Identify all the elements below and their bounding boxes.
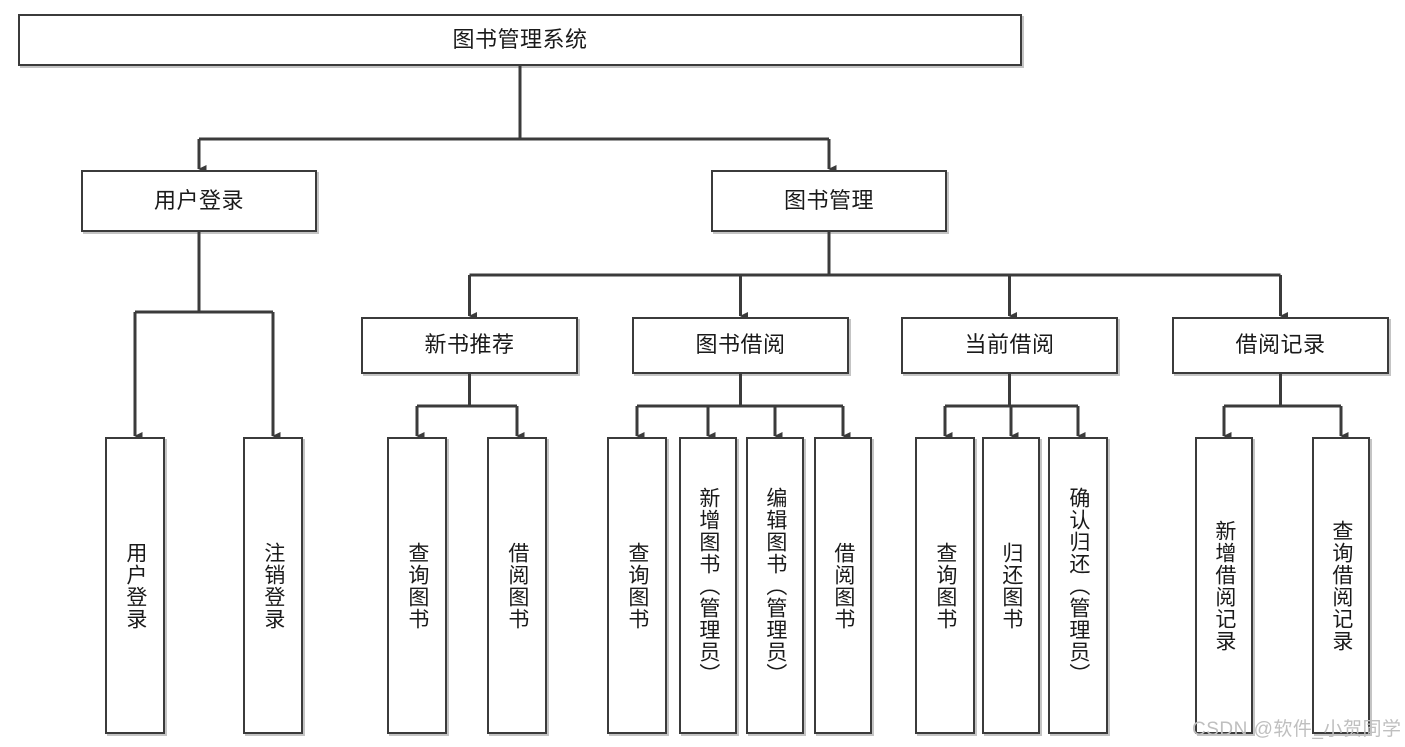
node-user-login[interactable]: 用户登录 bbox=[81, 170, 317, 232]
node-label-leaf-return-book: 归还图书 bbox=[999, 541, 1023, 630]
connector-lines bbox=[133, 66, 1349, 440]
node-leaf-borrow-book-2[interactable]: 借阅图书 bbox=[814, 437, 872, 734]
node-leaf-confirm-return[interactable]: 确认归还（管理员） bbox=[1048, 437, 1108, 734]
node-current-borrow[interactable]: 当前借阅 bbox=[901, 317, 1118, 374]
node-label-leaf-query-book-2: 查询图书 bbox=[625, 541, 649, 630]
node-book-borrow[interactable]: 图书借阅 bbox=[632, 317, 849, 374]
node-label-book-manage: 图书管理 bbox=[783, 187, 874, 213]
node-leaf-edit-book[interactable]: 编辑图书（管理员） bbox=[746, 437, 804, 734]
node-leaf-add-book[interactable]: 新增图书（管理员） bbox=[679, 437, 737, 734]
node-leaf-return-book[interactable]: 归还图书 bbox=[982, 437, 1040, 734]
node-label-leaf-confirm-return: 确认归还（管理员） bbox=[1066, 486, 1090, 685]
node-label-leaf-borrow-book-1: 借阅图书 bbox=[505, 541, 529, 630]
node-label-leaf-borrow-book-2: 借阅图书 bbox=[831, 541, 855, 630]
node-root[interactable]: 图书管理系统 bbox=[18, 14, 1022, 66]
node-leaf-query-record[interactable]: 查询借阅记录 bbox=[1312, 437, 1370, 734]
node-label-user-login: 用户登录 bbox=[153, 187, 244, 213]
node-label-leaf-edit-book: 编辑图书（管理员） bbox=[763, 486, 787, 685]
node-label-book-borrow: 图书借阅 bbox=[695, 332, 786, 358]
node-label-borrow-record: 借阅记录 bbox=[1235, 332, 1326, 358]
node-label-leaf-add-record: 新增借阅记录 bbox=[1212, 519, 1236, 652]
node-leaf-query-book-3[interactable]: 查询图书 bbox=[915, 437, 975, 734]
node-label-root: 图书管理系统 bbox=[452, 26, 588, 52]
node-leaf-user-login[interactable]: 用户登录 bbox=[105, 437, 165, 734]
node-label-leaf-add-book: 新增图书（管理员） bbox=[696, 486, 720, 685]
node-label-leaf-user-login: 用户登录 bbox=[123, 541, 147, 630]
node-label-leaf-query-book-3: 查询图书 bbox=[933, 541, 957, 630]
node-leaf-query-book-2[interactable]: 查询图书 bbox=[607, 437, 667, 734]
node-leaf-add-record[interactable]: 新增借阅记录 bbox=[1195, 437, 1253, 734]
node-label-current-borrow: 当前借阅 bbox=[964, 332, 1055, 358]
node-leaf-borrow-book-1[interactable]: 借阅图书 bbox=[487, 437, 547, 734]
node-book-manage[interactable]: 图书管理 bbox=[711, 170, 947, 232]
node-label-leaf-logout: 注销登录 bbox=[261, 541, 285, 630]
node-leaf-logout[interactable]: 注销登录 bbox=[243, 437, 303, 734]
node-borrow-record[interactable]: 借阅记录 bbox=[1172, 317, 1389, 374]
node-leaf-query-book-1[interactable]: 查询图书 bbox=[387, 437, 447, 734]
node-label-new-book-rec: 新书推荐 bbox=[424, 332, 515, 358]
node-label-leaf-query-record: 查询借阅记录 bbox=[1329, 519, 1353, 652]
node-new-book-rec[interactable]: 新书推荐 bbox=[361, 317, 578, 374]
node-label-leaf-query-book-1: 查询图书 bbox=[405, 541, 429, 630]
